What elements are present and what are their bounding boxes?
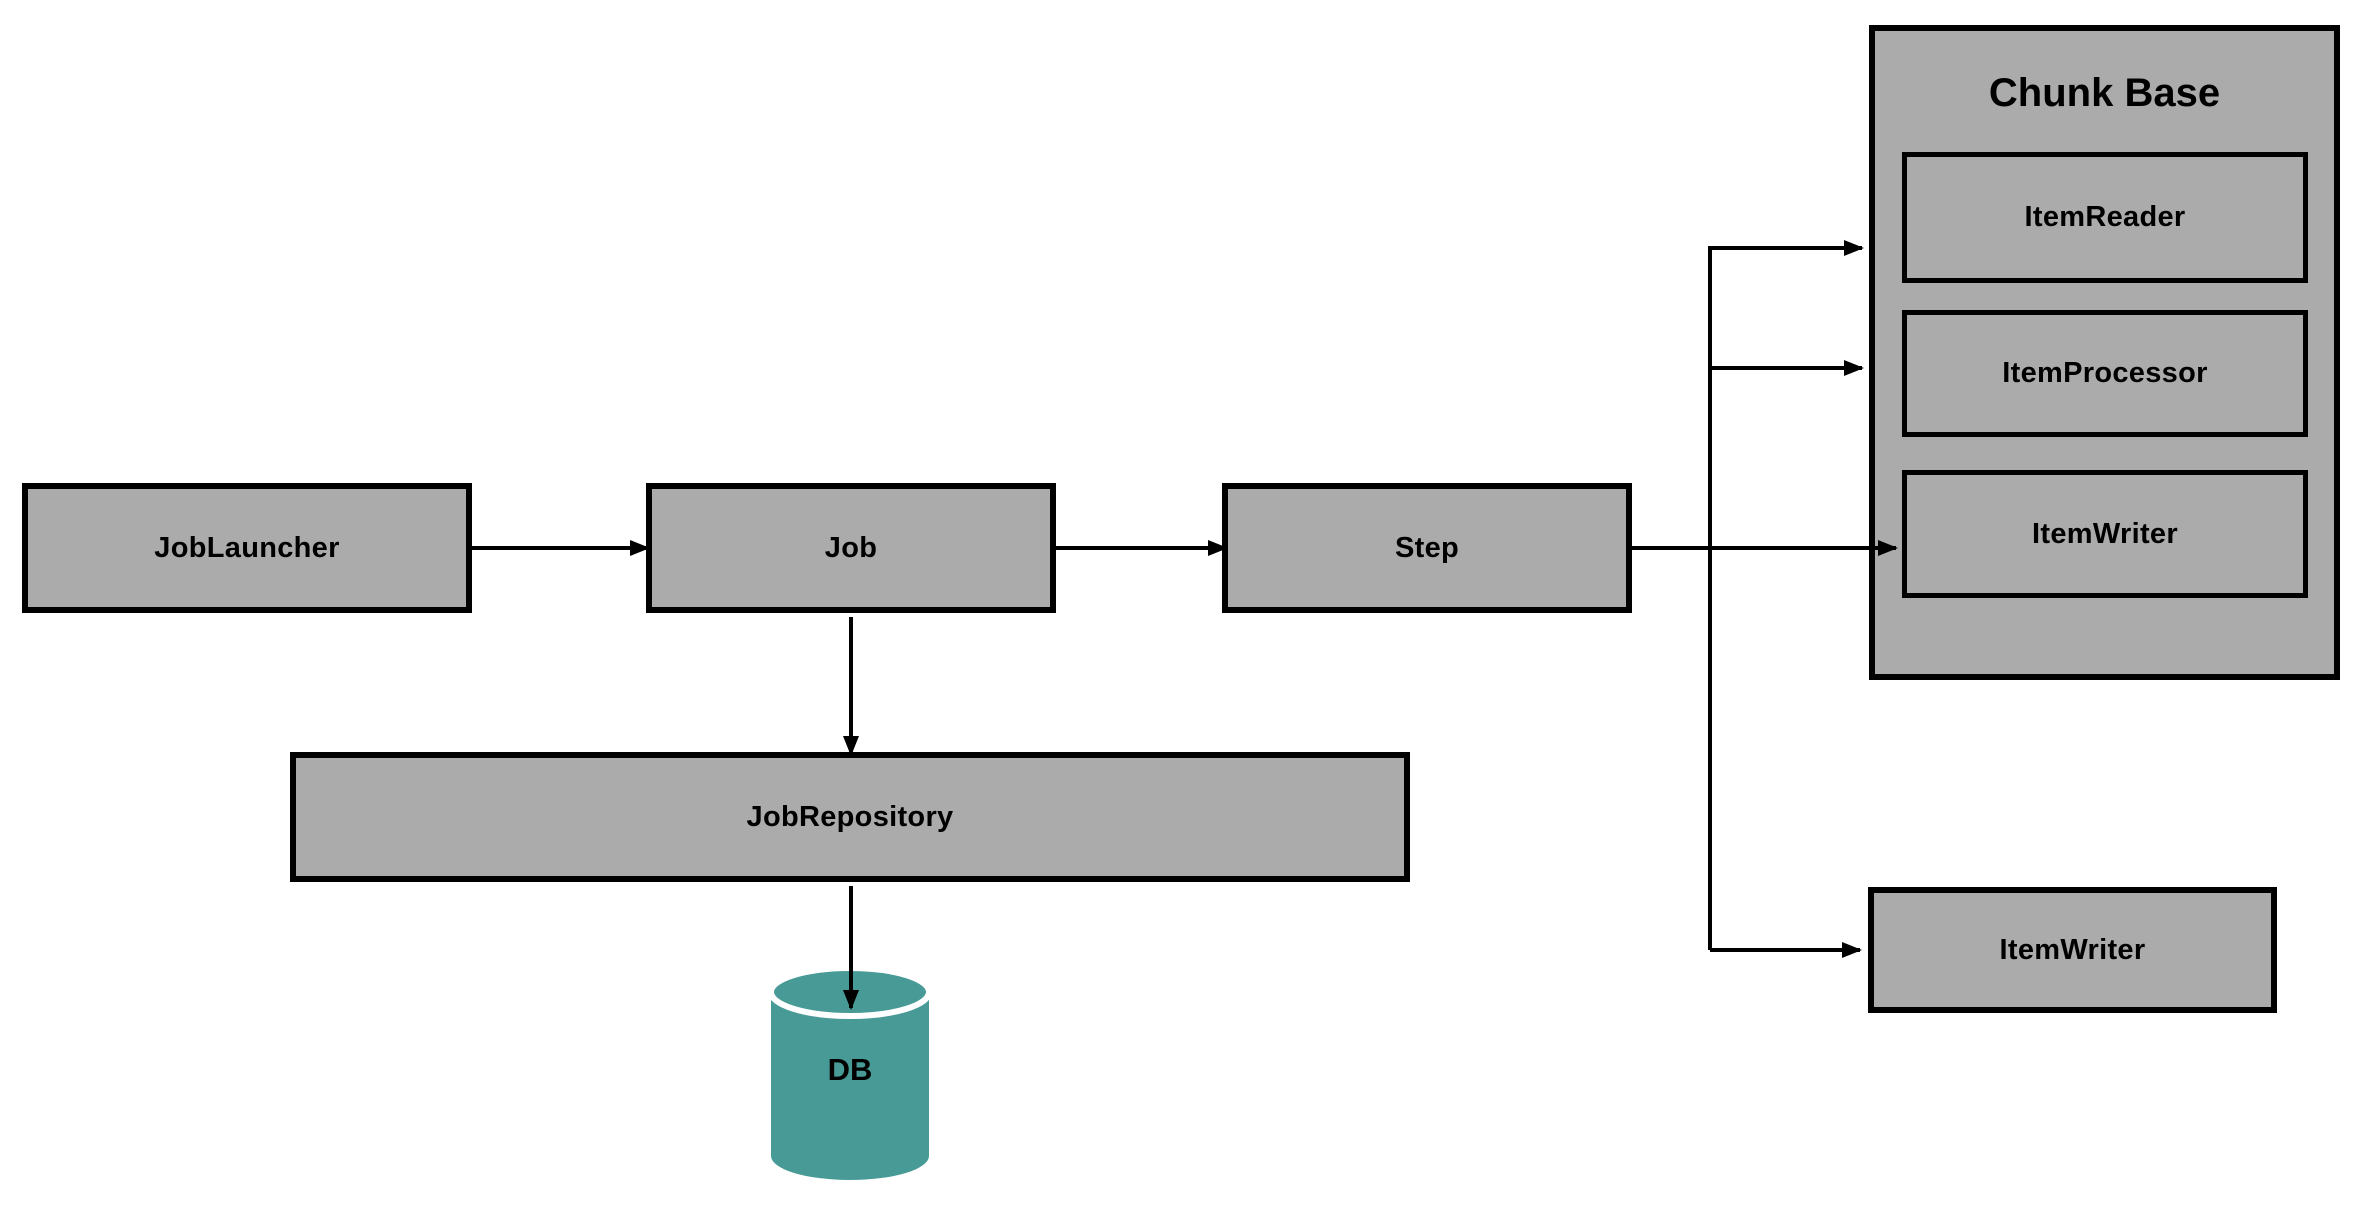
node-itemreader: ItemReader bbox=[1902, 152, 2308, 283]
database-body bbox=[771, 992, 929, 1180]
node-jobrepository: JobRepository bbox=[290, 752, 1410, 882]
node-itemwriter-chunk: ItemWriter bbox=[1902, 470, 2308, 598]
node-db-label: DB bbox=[827, 1052, 873, 1087]
group-chunk-base: Chunk Base ItemReader ItemProcessor Item… bbox=[1869, 25, 2340, 680]
edge-step-to-itemreader bbox=[1708, 240, 1864, 950]
node-step: Step bbox=[1222, 483, 1632, 613]
node-itemprocessor: ItemProcessor bbox=[1902, 310, 2308, 437]
group-chunk-base-title: Chunk Base bbox=[1988, 70, 2221, 115]
database-lid bbox=[768, 965, 932, 1019]
node-joblauncher: JobLauncher bbox=[22, 483, 472, 613]
node-job: Job bbox=[646, 483, 1056, 613]
node-itemwriter-standalone: ItemWriter bbox=[1868, 887, 2277, 1013]
